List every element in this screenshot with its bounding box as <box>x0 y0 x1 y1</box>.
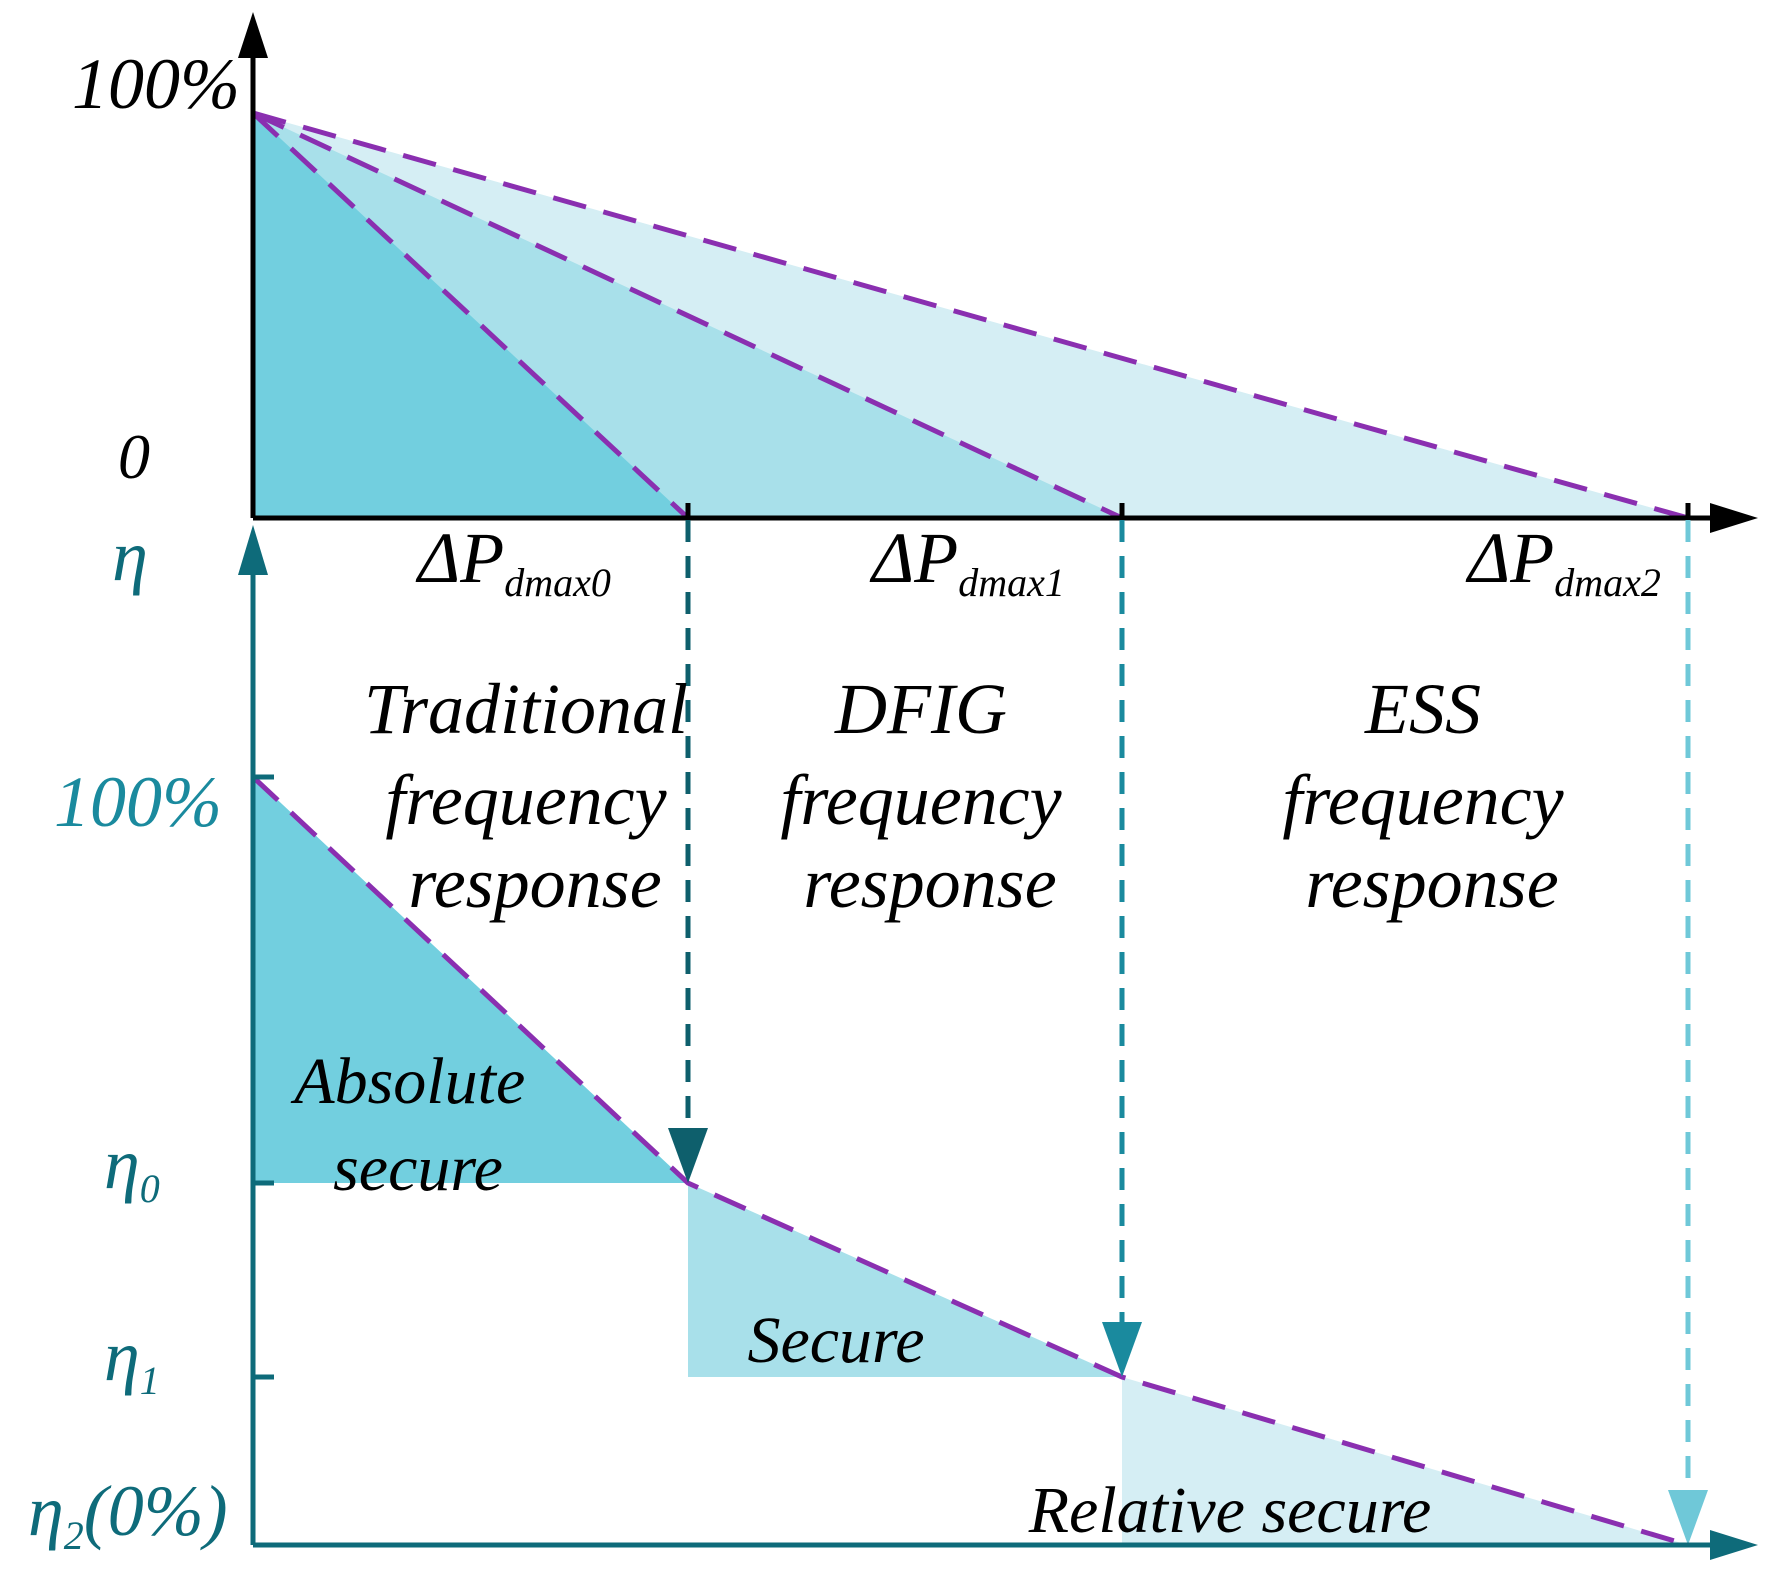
eta-boundary-curve <box>251 775 1689 1548</box>
bottom-panel: η 100% η0 η1 η2(0%) Traditional frequenc… <box>28 516 1758 1560</box>
bottom-x-axis-arrowhead <box>1710 1530 1758 1560</box>
projection-arrowhead-dmax1 <box>1102 1322 1142 1377</box>
eta-y-axis-arrowhead <box>238 525 268 575</box>
eta1-label: η1 <box>104 1316 160 1403</box>
eta-axis-symbol: η <box>112 516 148 596</box>
traditional-region-label: Traditional frequency response <box>364 669 706 923</box>
top-y-axis-arrowhead <box>238 12 268 58</box>
secure-label: Secure <box>747 1304 924 1377</box>
traditional-boundary-line <box>251 111 690 520</box>
dfig-region-label: DFIG frequency response <box>780 669 1079 923</box>
eta2-label: η2(0%) <box>28 1471 228 1558</box>
top-x-axis-arrowhead <box>1710 503 1758 533</box>
delta-p-dmax1-label: ΔPdmax1 <box>869 518 1065 605</box>
ess-boundary-line <box>252 110 1689 521</box>
projection-arrowhead-dmax2 <box>1668 1490 1708 1545</box>
top-y-zero-label: 0 <box>118 421 150 492</box>
eta0-label: η0 <box>104 1124 160 1211</box>
delta-p-dmax0-label: ΔPdmax0 <box>415 518 611 605</box>
dfig-boundary-line <box>251 110 1124 521</box>
ess-region-label: ESS frequency response <box>1282 669 1581 923</box>
projection-arrowhead-dmax0 <box>668 1128 708 1183</box>
eta-max-label: 100% <box>54 762 222 842</box>
top-y-max-label: 100% <box>72 44 240 124</box>
delta-p-dmax2-label: ΔPdmax2 <box>1465 518 1661 605</box>
absolute-secure-label: Absolute secure <box>290 1045 541 1205</box>
relative-secure-label: Relative secure <box>1028 1474 1432 1547</box>
top-panel: 100% 0 ΔPdmax0 ΔPdmax1 ΔPdmax2 <box>72 12 1758 605</box>
